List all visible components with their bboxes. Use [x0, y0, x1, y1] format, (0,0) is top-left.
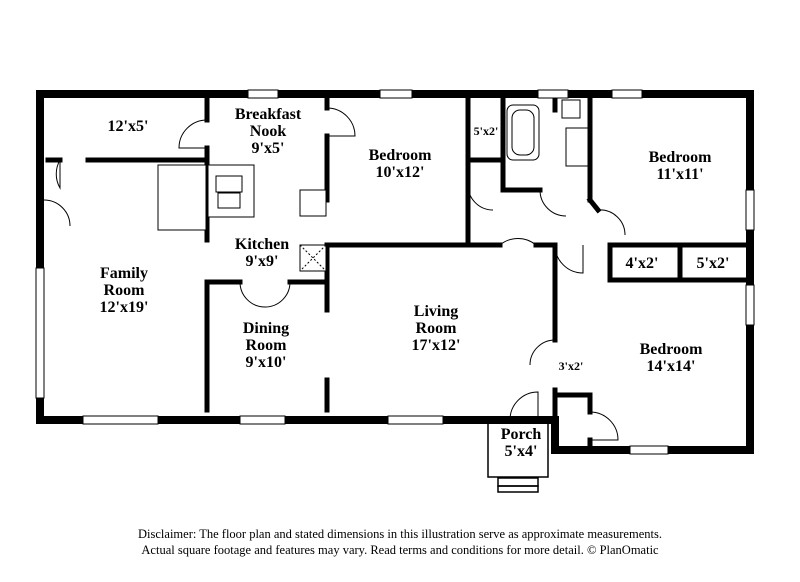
- closet-hall-dims: 3'x2': [559, 359, 584, 373]
- family-room-label-2: Room: [104, 282, 146, 299]
- disclaimer: Disclaimer: The floor plan and stated di…: [0, 526, 800, 558]
- dining-room-dims: 9'x10': [246, 354, 287, 371]
- breakfast-nook-label: Breakfast: [235, 106, 302, 123]
- breakfast-nook-dims: 9'x5': [252, 140, 285, 157]
- family-room-dims: 12'x19': [100, 299, 149, 316]
- fridge-icon: [299, 244, 327, 272]
- closet-right-a-dims: 4'x2': [626, 255, 659, 272]
- kitchen-fixtures: [157, 164, 327, 272]
- closet-top-dims: 5'x2': [474, 124, 499, 138]
- living-room-label-2: Room: [416, 320, 458, 337]
- exterior-walls: [36, 90, 754, 454]
- kitchen-sink-icon: [215, 175, 243, 193]
- windows: [35, 89, 755, 455]
- porch-outline: [487, 421, 549, 493]
- bedroom-top-label: Bedroom: [369, 147, 432, 164]
- breakfast-nook-label-2: Nook: [250, 123, 287, 140]
- bedroom-top-dims: 10'x12': [376, 164, 425, 181]
- kitchen-dims: 9'x9': [246, 253, 279, 270]
- bedroom-right-bottom-label: Bedroom: [640, 341, 703, 358]
- toilet-icon: [561, 99, 581, 119]
- storage-dims: 12'x5': [108, 118, 149, 135]
- bedroom-right-top-dims: 11'x11': [656, 166, 703, 183]
- dining-room-label: Dining: [243, 320, 289, 337]
- kitchen-island: [157, 164, 207, 231]
- disclaimer-line-1: Disclaimer: The floor plan and stated di…: [138, 527, 662, 541]
- living-room-dims: 17'x12': [412, 337, 461, 354]
- bath-vanity-icon: [565, 127, 589, 167]
- porch-dims: 5'x4': [505, 443, 538, 460]
- bedroom-right-bottom-dims: 14'x14': [647, 358, 696, 375]
- bedroom-right-top-label: Bedroom: [649, 149, 712, 166]
- living-room-label: Living: [414, 303, 458, 320]
- kitchen-label: Kitchen: [235, 236, 289, 253]
- doors: [43, 107, 710, 441]
- dining-room-label-2: Room: [246, 337, 288, 354]
- closet-right-b-dims: 5'x2': [697, 255, 730, 272]
- porch-label: Porch: [501, 426, 542, 443]
- family-room-label: Family: [100, 265, 148, 282]
- stove-icon: [299, 189, 327, 217]
- bath-fixtures: [506, 99, 589, 167]
- disclaimer-line-2: Actual square footage and features may v…: [141, 543, 659, 557]
- interior-walls: [45, 91, 753, 448]
